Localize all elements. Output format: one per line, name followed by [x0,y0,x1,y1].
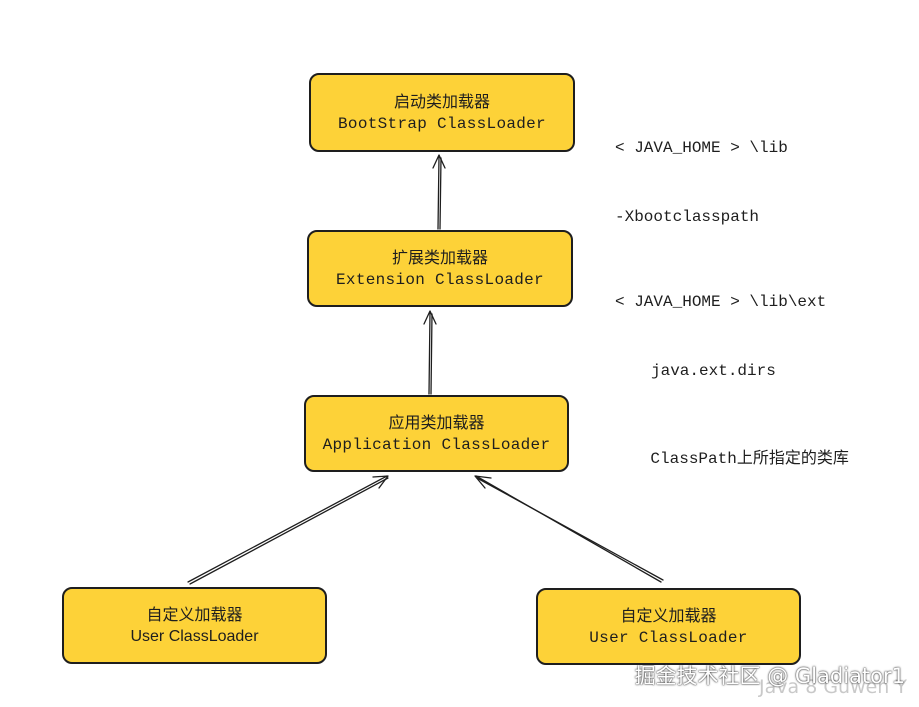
bootstrap-classloader-box: 启动类加载器 BootStrap ClassLoader [309,73,575,152]
user-classloader-left-box: 自定义加载器 User ClassLoader [62,587,327,664]
extension-cn-label: 扩展类加载器 [391,247,488,267]
arrow-user-left-to-application [187,475,389,585]
extension-classloader-box: 扩展类加载器 Extension ClassLoader [307,230,573,307]
user-classloader-right-box: 自定义加载器 User ClassLoader [536,588,801,665]
application-cn-label: 应用类加载器 [388,412,485,432]
user-left-cn-label: 自定义加载器 [146,604,243,624]
extension-note-line2: java.ext.dirs [651,362,776,380]
bootstrap-note-line2: -Xbootclasspath [615,208,760,226]
watermark-main: 掘金技术社区 @ Gladiator1 [634,664,905,688]
arrow-application-to-extension [423,310,437,395]
application-classloader-box: 应用类加载器 Application ClassLoader [304,395,569,472]
bootstrap-en-label: BootStrap ClassLoader [338,114,546,133]
arrow-extension-to-bootstrap [432,154,446,230]
application-note-suffix: 上所指定的类库 [736,448,849,467]
user-right-cn-label: 自定义加载器 [620,605,717,625]
bootstrap-cn-label: 启动类加载器 [393,91,490,111]
user-left-en-label: User ClassLoader [130,627,259,645]
bootstrap-path-note: < JAVA_HOME > \lib -Xbootclasspath [615,91,788,275]
extension-note-line1: < JAVA_HOME > \lib\ext [615,293,827,311]
application-note-prefix: ClassPath [650,450,737,468]
arrow-user-right-to-application [474,475,664,583]
user-right-en-label: User ClassLoader [589,628,748,647]
application-path-note: ClassPath上所指定的类库 [612,423,849,494]
extension-en-label: Extension ClassLoader [336,270,544,289]
extension-path-note: < JAVA_HOME > \lib\ext java.ext.dirs [615,245,826,429]
application-en-label: Application ClassLoader [322,435,551,454]
watermark-sub: Java 8 Guwen Y [759,676,907,698]
bootstrap-note-line1: < JAVA_HOME > \lib [615,139,788,157]
